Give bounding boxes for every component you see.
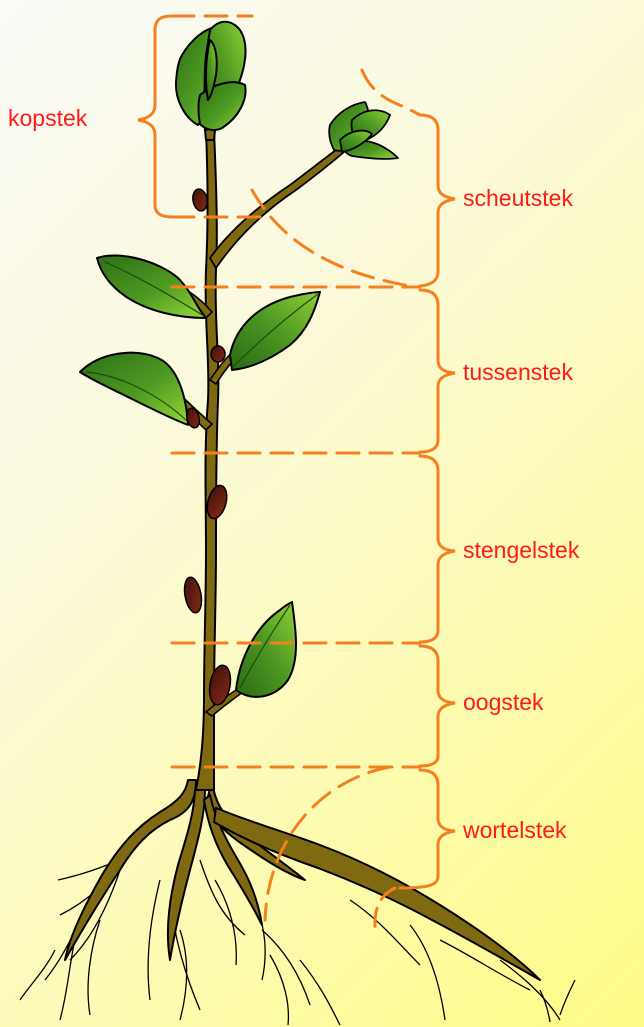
label-oogstek: oogstek [463,691,544,714]
stengelstek-bracket [420,456,455,642]
side-shoot [210,147,344,268]
kopstek-bracket [138,16,172,217]
tussenstek-bracket [420,290,455,452]
label-scheutstek: scheutstek [463,187,573,210]
label-tussenstek: tussenstek [463,361,573,384]
scheutstek-bracket [420,115,455,286]
top-bud [176,22,246,140]
scheutstek-arc-top [362,70,420,115]
leaves [80,255,320,696]
side-bud [329,102,398,159]
oogstek-bracket [420,646,455,766]
label-stengelstek: stengelstek [463,539,579,562]
roots [65,780,540,980]
label-kopstek: kopstek [8,107,87,130]
wortelstek-bracket [400,770,455,888]
wortelstek-arc [265,767,390,920]
label-wortelstek: wortelstek [463,819,567,842]
